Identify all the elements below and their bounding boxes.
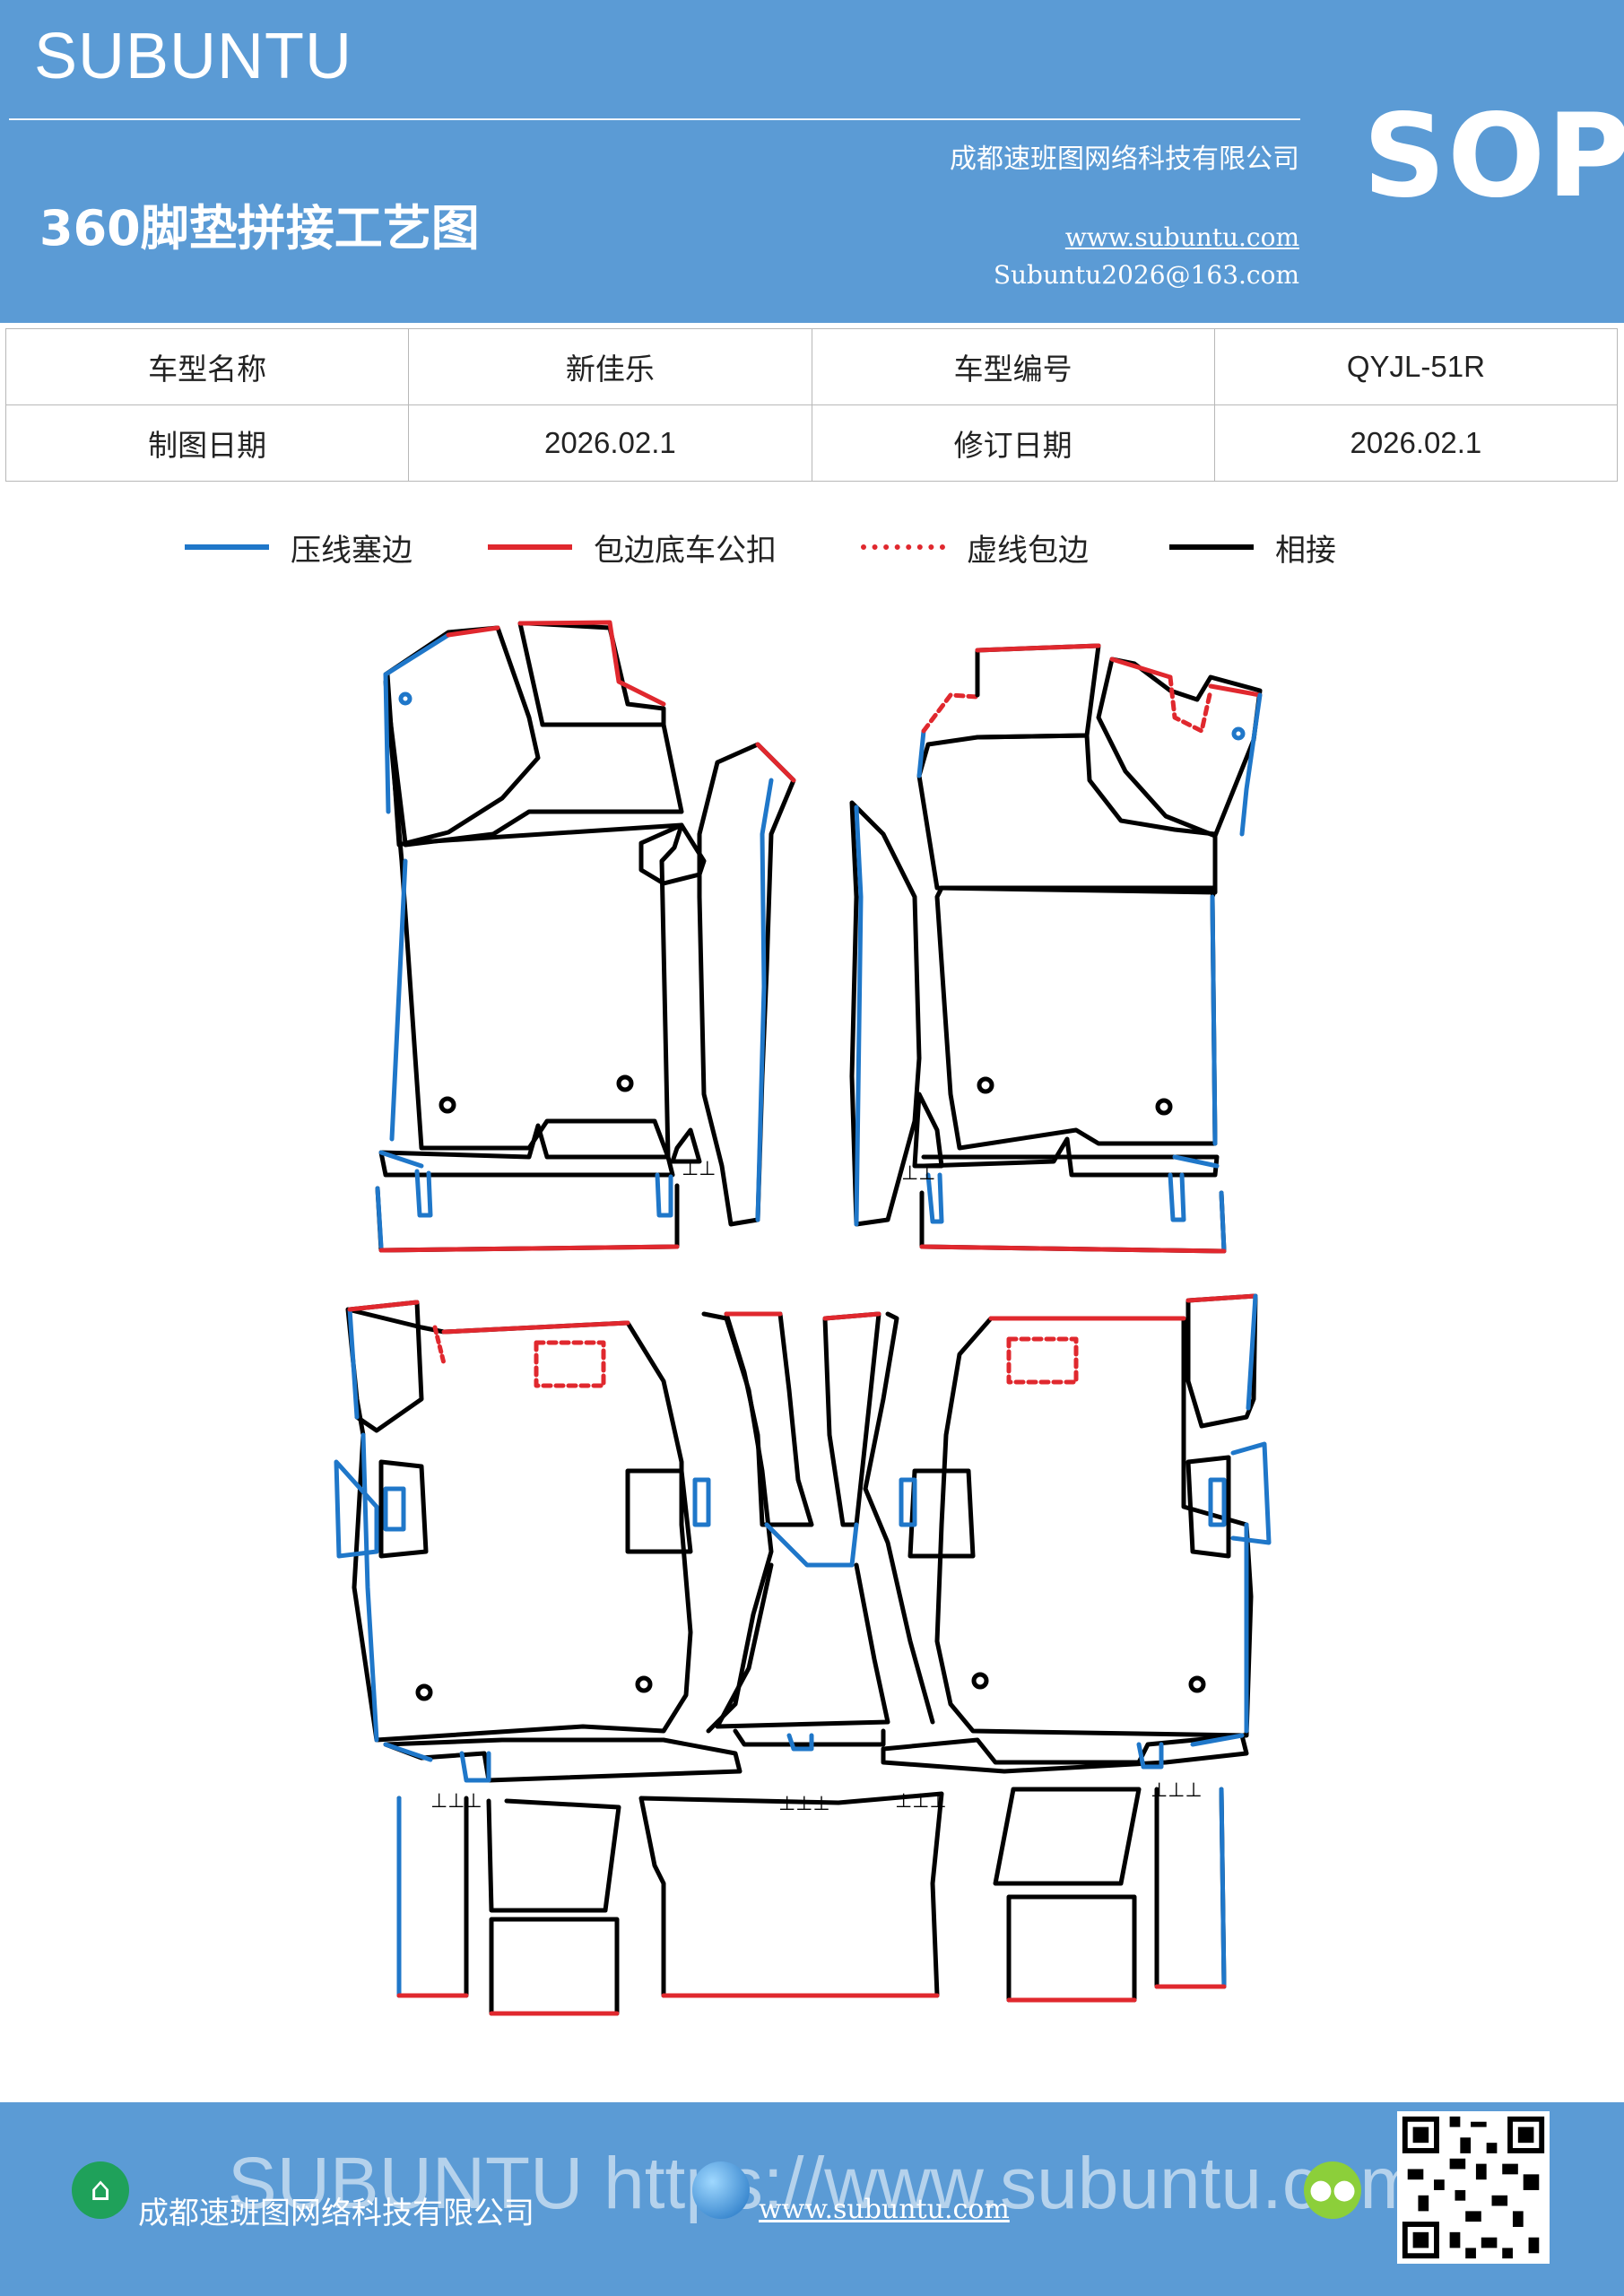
svg-text:⊥⊥: ⊥⊥ <box>682 1158 716 1180</box>
header-banner <box>0 0 1624 323</box>
wechat-icon[interactable]: ●● <box>1304 2161 1361 2219</box>
legend-label: 压线塞边 <box>291 532 413 569</box>
legend-swatch <box>185 544 269 550</box>
model-code-label: 车型编号 <box>811 328 1215 405</box>
line-legend: 压线塞边 包边底车公扣 虚线包边 相接 <box>0 525 1624 570</box>
legend-item-red-edge: 包边底车公扣 <box>488 525 777 570</box>
qr-code <box>1397 2111 1550 2264</box>
legend-label: 相接 <box>1275 532 1336 569</box>
header-divider <box>9 118 1300 120</box>
website-link[interactable]: www.subuntu.com <box>1064 222 1299 252</box>
model-name-value: 新佳乐 <box>408 328 812 405</box>
legend-item-press-line: 压线塞边 <box>185 525 413 570</box>
rear-center-mat: ⊥⊥⊥ ⊥⊥⊥ <box>638 1311 947 1998</box>
legend-label: 虚线包边 <box>967 532 1089 569</box>
company-name: 成都速班图网络科技有限公司 <box>950 144 1299 175</box>
vehicle-info-table: 车型名称 新佳乐 车型编号 QYJL-51R 制图日期 2026.02.1 修订… <box>4 328 1619 482</box>
building-icon: ⌂ <box>72 2161 129 2219</box>
svg-text:⊥⊥⊥: ⊥⊥⊥ <box>430 1790 482 1813</box>
legend-item-dotted-edge: 虚线包边 <box>861 525 1089 570</box>
model-name-label: 车型名称 <box>4 328 410 405</box>
revise-date-label: 修订日期 <box>811 404 1215 482</box>
rear-right-mat: ⊥⊥⊥ <box>881 1293 1272 2003</box>
svg-text:⊥⊥⊥: ⊥⊥⊥ <box>1151 1779 1203 1802</box>
email-address: Subuntu2026@163.com <box>993 260 1299 290</box>
draw-date-label: 制图日期 <box>4 404 410 482</box>
legend-swatch <box>861 544 945 550</box>
document-title: 360脚垫拼接工艺图 <box>39 200 480 257</box>
svg-text:⊥⊥⊥: ⊥⊥⊥ <box>895 1790 947 1813</box>
footer-website-link[interactable]: www.subuntu.com <box>759 2194 1010 2225</box>
legend-item-joined: 相接 <box>1169 525 1336 570</box>
revise-date-value: 2026.02.1 <box>1213 404 1619 482</box>
model-code-value: QYJL-51R <box>1213 328 1619 405</box>
rear-left-mat: ⊥⊥⊥ <box>334 1300 743 2016</box>
front-left-mat: ⊥⊥ <box>375 620 796 1253</box>
brand-name: SUBUNTU <box>34 21 353 92</box>
footer-watermark: SUBUNTU https://www.subuntu.com <box>228 2143 1421 2224</box>
legend-label: 包边底车公扣 <box>594 532 777 569</box>
svg-text:⊥⊥⊥: ⊥⊥⊥ <box>778 1793 830 1815</box>
front-right-mat: ⊥⊥ <box>849 643 1263 1254</box>
sop-badge: SOP <box>1363 90 1624 223</box>
table-row: 制图日期 2026.02.1 修订日期 2026.02.1 <box>4 404 1619 482</box>
svg-text:⊥⊥: ⊥⊥ <box>901 1162 935 1185</box>
legend-swatch <box>488 544 572 550</box>
footer-company: 成都速班图网络科技有限公司 <box>138 2196 534 2231</box>
draw-date-value: 2026.02.1 <box>408 404 812 482</box>
globe-icon <box>692 2161 750 2219</box>
legend-swatch <box>1169 544 1254 550</box>
table-row: 车型名称 新佳乐 车型编号 QYJL-51R <box>4 328 1619 405</box>
